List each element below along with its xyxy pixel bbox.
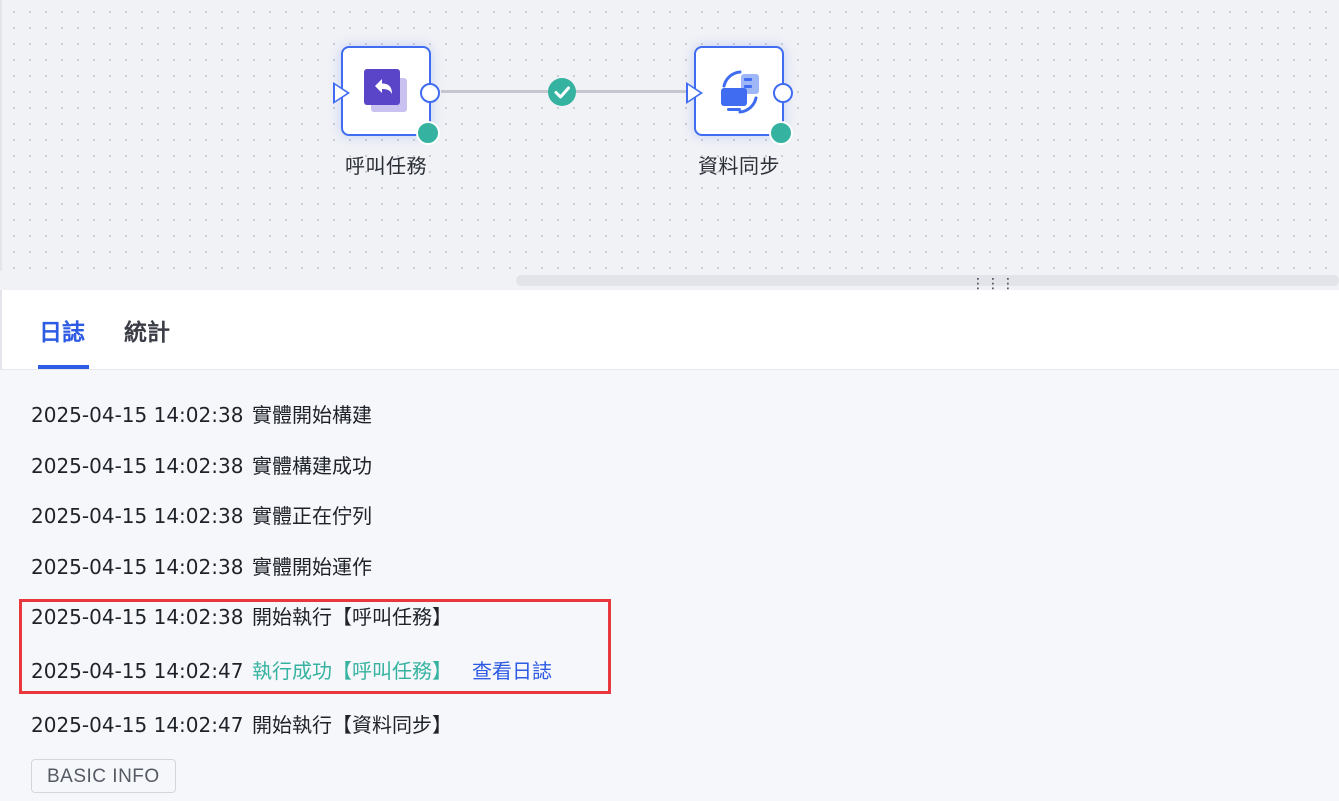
log-message: 開始執行【呼叫任務】 bbox=[252, 605, 452, 629]
log-time: 2025-04-15 14:02:38 bbox=[31, 403, 244, 427]
log-time: 2025-04-15 14:02:38 bbox=[31, 555, 244, 579]
output-port[interactable] bbox=[773, 83, 793, 103]
log-time: 2025-04-15 14:02:38 bbox=[31, 454, 244, 478]
workflow-node-data-sync[interactable] bbox=[686, 46, 793, 145]
check-circle-icon bbox=[548, 78, 576, 106]
node-label: 資料同步 bbox=[698, 154, 780, 178]
log-message: 實體開始構建 bbox=[252, 403, 372, 427]
node-label: 呼叫任務 bbox=[345, 154, 427, 178]
tab-statistics[interactable]: 統計 bbox=[124, 320, 170, 346]
log-entry: 2025-04-15 14:02:38 實體開始構建 bbox=[31, 400, 372, 430]
log-message: 實體開始運作 bbox=[252, 555, 372, 579]
data-sync-icon bbox=[714, 66, 766, 118]
log-entry: 2025-04-15 14:02:38 實體正在佇列 bbox=[31, 501, 372, 531]
log-message: 執行成功【呼叫任務】 bbox=[252, 659, 452, 683]
workflow-canvas[interactable] bbox=[0, 0, 1339, 271]
log-time: 2025-04-15 14:02:38 bbox=[31, 605, 244, 629]
log-entry: 2025-04-15 14:02:47 執行成功【呼叫任務】查看日誌 bbox=[31, 656, 552, 686]
callback-task-icon bbox=[361, 66, 413, 118]
log-time: 2025-04-15 14:02:47 bbox=[31, 659, 244, 683]
view-log-link[interactable]: 查看日誌 bbox=[472, 659, 552, 683]
log-time: 2025-04-15 14:02:47 bbox=[31, 713, 244, 737]
log-message: 實體構建成功 bbox=[252, 454, 372, 478]
log-entry: 2025-04-15 14:02:47 開始執行【資料同步】 bbox=[31, 710, 452, 740]
tab-bar: 日誌 統計 bbox=[0, 290, 1339, 370]
log-time: 2025-04-15 14:02:38 bbox=[31, 504, 244, 528]
highlight-annotation bbox=[19, 599, 611, 694]
status-success-dot bbox=[769, 121, 793, 145]
log-entry: 2025-04-15 14:02:38 實體構建成功 bbox=[31, 451, 372, 481]
canvas-scrollbar-thumb[interactable] bbox=[516, 275, 1339, 286]
log-message: 實體正在佇列 bbox=[252, 504, 372, 528]
log-entry: 2025-04-15 14:02:38 開始執行【呼叫任務】 bbox=[31, 602, 452, 632]
active-tab-indicator bbox=[38, 365, 89, 369]
tab-log[interactable]: 日誌 bbox=[39, 320, 85, 346]
basic-info-button[interactable]: BASIC INFO bbox=[31, 759, 176, 793]
status-success-dot bbox=[416, 121, 440, 145]
workflow-node-callback-task[interactable] bbox=[333, 46, 440, 145]
input-port[interactable] bbox=[333, 82, 350, 104]
input-port[interactable] bbox=[686, 82, 703, 104]
log-entry: 2025-04-15 14:02:38 實體開始運作 bbox=[31, 552, 372, 582]
output-port[interactable] bbox=[420, 83, 440, 103]
panel-resize-handle[interactable]: ⋮⋮⋮ bbox=[971, 276, 1016, 292]
log-message: 開始執行【資料同步】 bbox=[252, 713, 452, 737]
